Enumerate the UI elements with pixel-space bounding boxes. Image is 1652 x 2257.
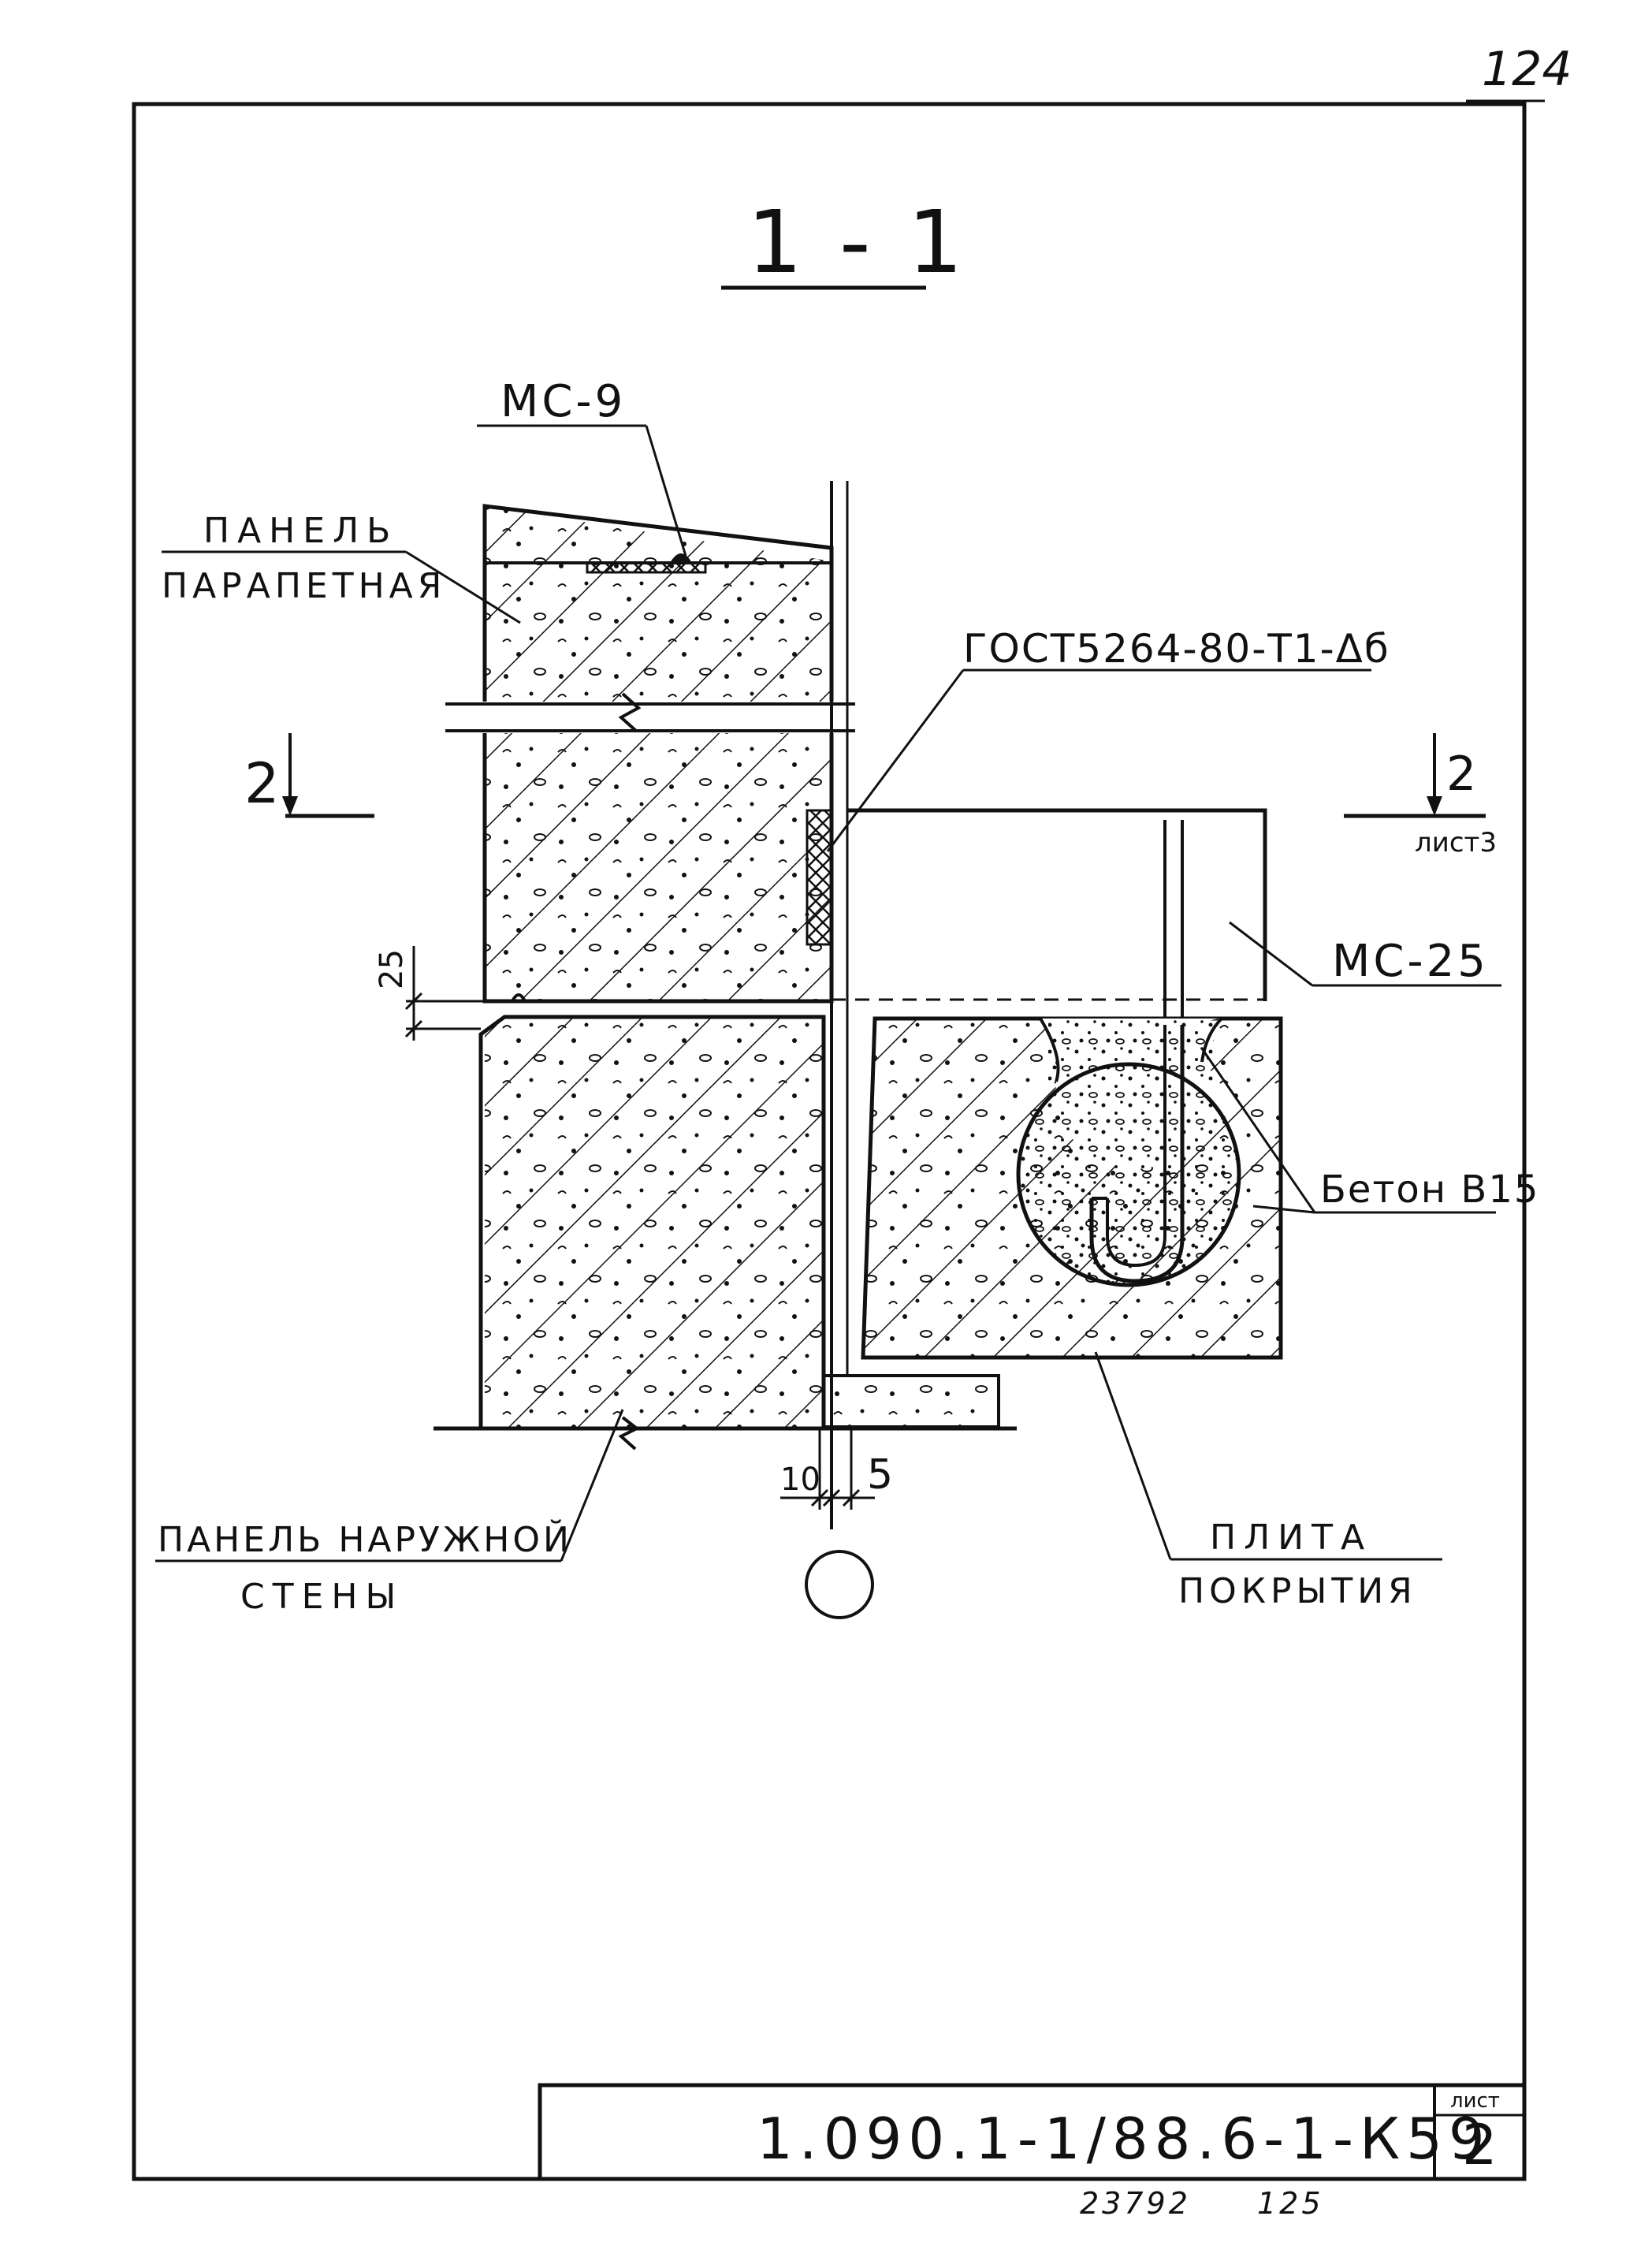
label-slab-1: ПЛИТА	[1210, 1518, 1372, 1558]
label-wall-panel-2: СТЕНЫ	[240, 1577, 404, 1617]
weld-seam	[806, 809, 834, 946]
label-parapet-panel-2: ПАРАПЕТНАЯ	[162, 566, 446, 606]
section-mark-right: 2 лист3	[1344, 733, 1497, 858]
label-concrete: Бетон В15	[1320, 1168, 1539, 1212]
page-number: 124	[1482, 42, 1572, 97]
section-mark-left: 2	[244, 733, 374, 818]
roof-slab	[861, 1016, 1283, 1360]
label-mc25: МС-25	[1332, 936, 1489, 987]
svg-text:5: 5	[867, 1451, 893, 1499]
sheet-frame	[132, 102, 1527, 2181]
document-code: 1.090.1-1/88.6-1-К59	[757, 2106, 1491, 2172]
sheet-number: 2	[1462, 2113, 1498, 2177]
section-title: 1 - 1	[747, 192, 968, 292]
title-block: лист 1.090.1-1/88.6-1-К59 2	[538, 2083, 1527, 2181]
wall-panel	[433, 1015, 1017, 1451]
sheet-ref: лист3	[1415, 827, 1497, 858]
leader-lines	[155, 424, 1501, 1562]
svg-text:25: 25	[374, 949, 410, 989]
svg-text:2: 2	[244, 751, 280, 816]
label-gost: ГОСТ5264-80-Т1-Δб	[963, 626, 1390, 672]
footer-page-ref: 125	[1257, 2186, 1324, 2221]
inventory-number: 23792	[1080, 2186, 1191, 2221]
dimension-25: 25	[374, 946, 824, 1041]
label-slab-2: ПОКРЫТИЯ	[1178, 1571, 1417, 1611]
label-wall-panel-1: ПАНЕЛЬ НАРУЖНОЙ	[158, 1518, 572, 1560]
label-parapet-panel-1: ПАНЕЛЬ	[203, 511, 398, 551]
svg-text:10: 10	[780, 1462, 820, 1498]
axis-marker	[805, 1550, 874, 1619]
sheet-header-label: лист	[1450, 2089, 1500, 2113]
label-mc9: МС-9	[500, 376, 626, 427]
svg-text:2: 2	[1446, 747, 1476, 802]
parapet-panel	[445, 504, 859, 1004]
dimension-10-5: 10 5	[780, 1428, 893, 1510]
